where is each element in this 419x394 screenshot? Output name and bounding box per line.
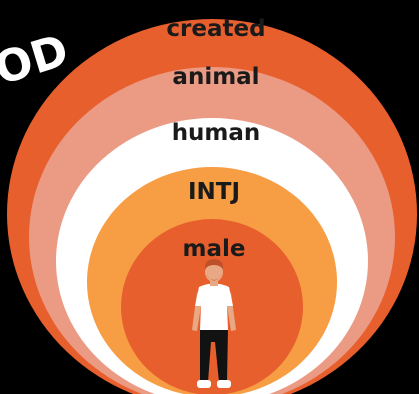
person-head [205,262,223,282]
person-pants [200,328,228,382]
person-beard [206,274,222,281]
label-animal: animal [172,64,259,90]
label-human: human [172,120,261,146]
person-shirt [195,283,233,330]
label-created: created [166,16,265,42]
label-male: male [183,236,246,262]
person-hair [204,259,224,270]
label-intj: INTJ [188,179,240,205]
person-shoe-left [197,380,211,388]
person-figure [192,259,236,388]
layer-labels: created animal human INTJ male [166,16,265,262]
person-shoe-right [217,380,231,388]
